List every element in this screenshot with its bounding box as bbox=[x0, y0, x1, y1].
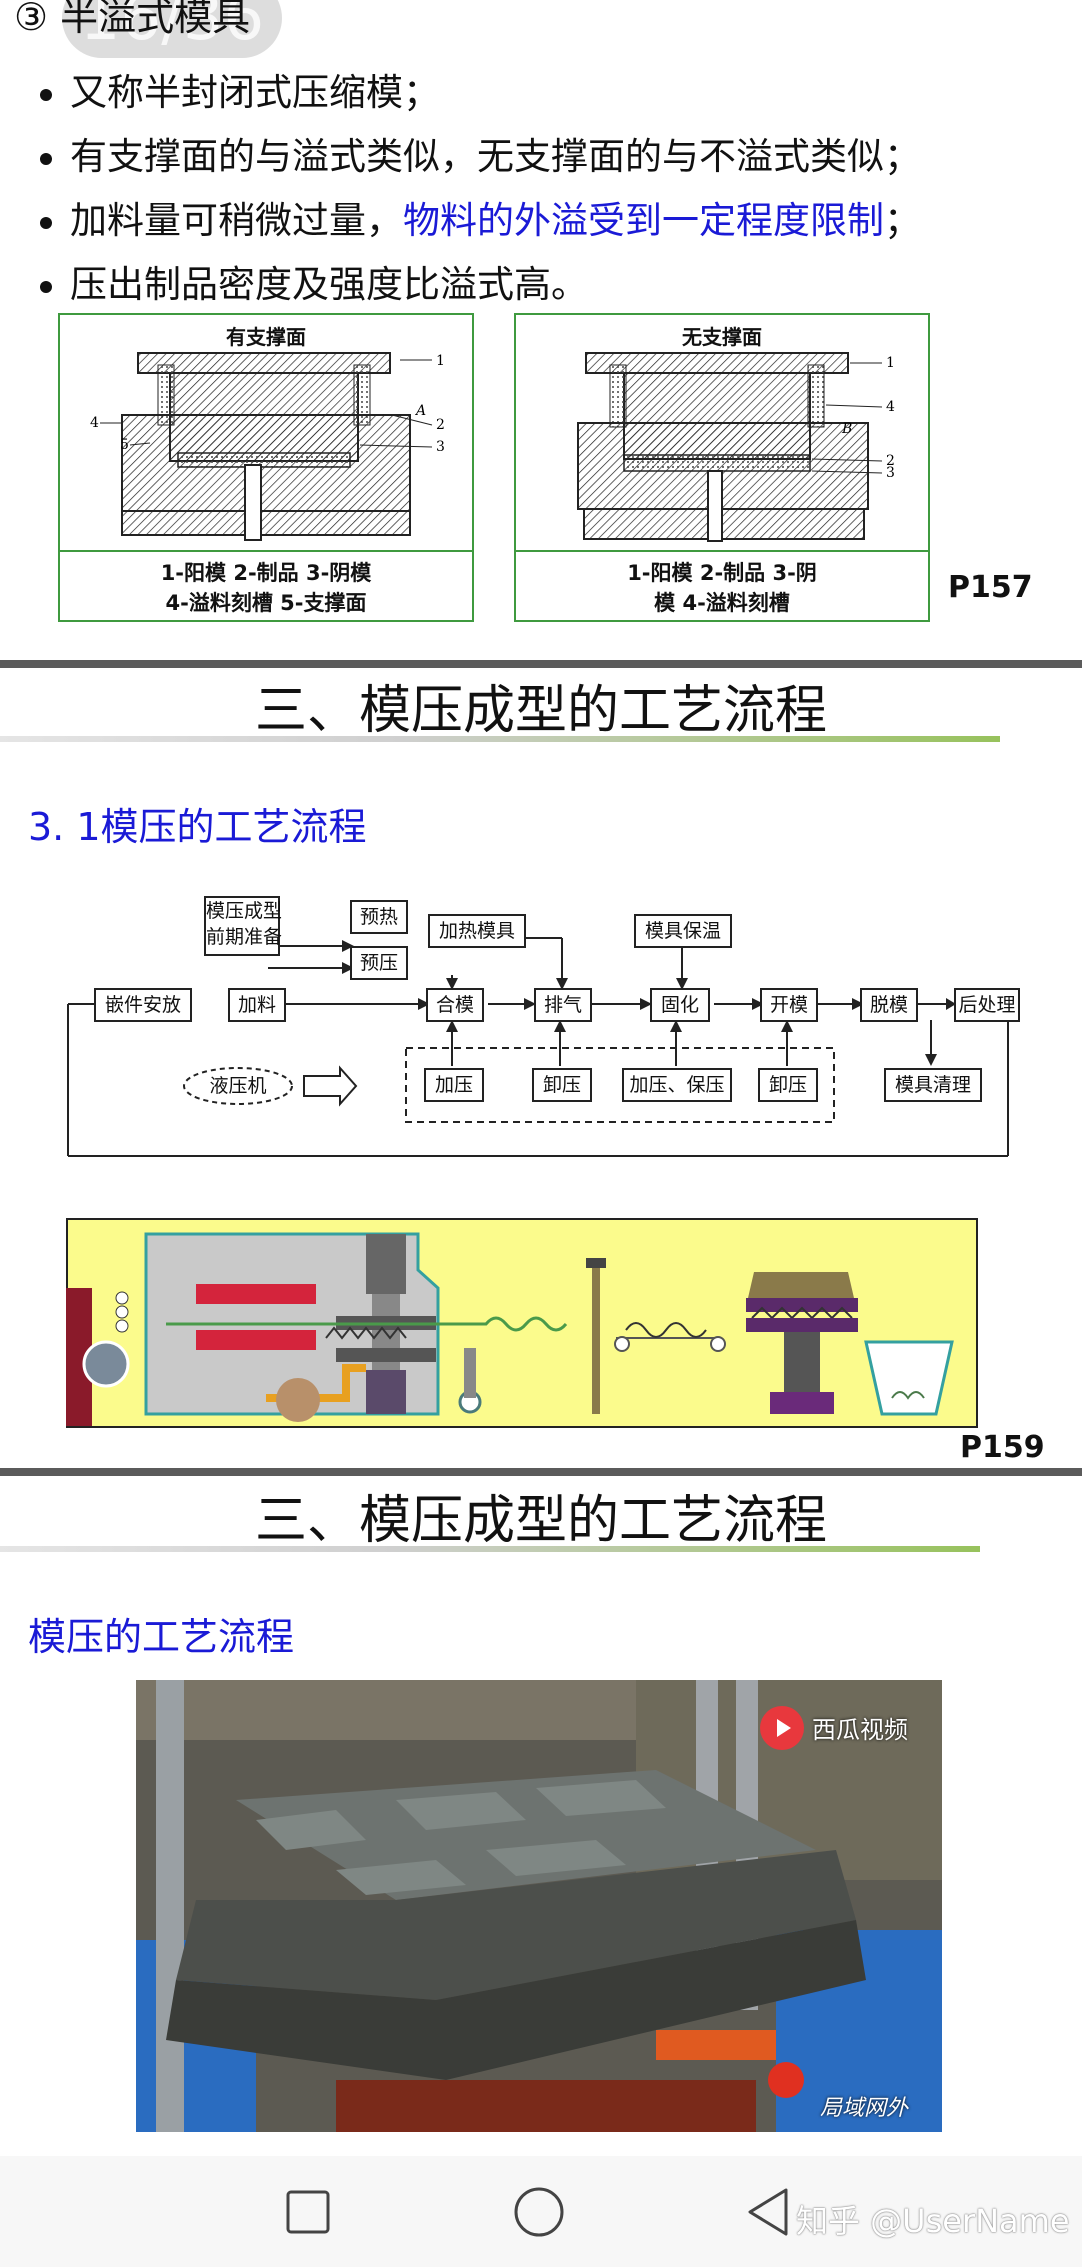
flow-node-prep: 模压成型 前期准备 bbox=[204, 896, 282, 956]
flow-node-clean: 模具清理 bbox=[884, 1068, 982, 1102]
slide-1: 16/36 ③ 半溢式模具 又称半封闭式压缩模； 有支撑面的与溢式类似，无支撑面… bbox=[0, 0, 1082, 660]
label-4: 4 bbox=[886, 399, 895, 415]
label-1: 1 bbox=[886, 355, 895, 371]
section-subtitle: 3. 1模压的工艺流程 bbox=[28, 805, 367, 849]
flow-node-close: 合模 bbox=[426, 988, 484, 1022]
section-subtitle: 模压的工艺流程 bbox=[28, 1615, 295, 1659]
page-reference: P157 bbox=[948, 570, 1033, 605]
flow-node-release-1: 卸压 bbox=[532, 1068, 592, 1102]
flow-node-cure: 固化 bbox=[650, 988, 710, 1022]
flow-node-post: 后处理 bbox=[954, 988, 1020, 1022]
zhihu-watermark: 知乎 @UserName bbox=[796, 2202, 1070, 2240]
flow-node-press-machine: 液压机 bbox=[209, 1075, 267, 1097]
circle-icon[interactable] bbox=[514, 2187, 564, 2237]
bullet-dot-icon bbox=[40, 152, 52, 165]
bullet-dot-icon bbox=[40, 216, 52, 229]
label-2: 2 bbox=[436, 417, 445, 433]
flow-node-open: 开模 bbox=[760, 988, 818, 1022]
flow-node-heat-mold: 加热模具 bbox=[428, 914, 526, 948]
bullet-dot-icon bbox=[40, 88, 52, 101]
figure-title: 无支撑面 bbox=[682, 325, 762, 349]
video-player[interactable]: 西瓜视频 局域网外 bbox=[136, 1680, 942, 2132]
label-3: 3 bbox=[886, 465, 895, 481]
slide-2: 三、模压成型的工艺流程 3. 1模压的工艺流程 bbox=[0, 668, 1082, 1468]
flowchart-connectors bbox=[67, 937, 1009, 1157]
slide-separator bbox=[0, 1468, 1082, 1476]
video-watermark: 局域网外 bbox=[820, 2096, 909, 2121]
square-icon[interactable] bbox=[286, 2190, 330, 2234]
video-frame bbox=[136, 1680, 942, 2132]
label-a: A bbox=[414, 403, 426, 419]
slide-title: 三、模压成型的工艺流程 bbox=[254, 1491, 827, 1551]
flow-node-prepress: 预压 bbox=[350, 946, 408, 980]
flow-node-release-2: 卸压 bbox=[758, 1068, 818, 1102]
figure-caption: 1-阳模 2-制品 3-阴 模 4-溢料刻槽 bbox=[516, 550, 928, 620]
bullet-item: 又称半封闭式压缩模； bbox=[40, 62, 440, 116]
figure-with-support: 有支撑面 1 bbox=[58, 313, 474, 622]
figure-without-support: 无支撑面 1 4 2 3 B 1-阳模 2-制品 3-阴 模 4-溢料刻槽 bbox=[514, 313, 930, 622]
slide-title: 三、模压成型的工艺流程 bbox=[254, 681, 827, 741]
video-logo-icon bbox=[760, 1706, 804, 1750]
flow-node-press-hold: 加压、保压 bbox=[622, 1068, 732, 1102]
label-b: B bbox=[841, 421, 852, 437]
figure-caption: 1-阳模 2-制品 3-阴模 4-溢料刻槽 5-支撑面 bbox=[60, 550, 472, 620]
flow-node-preheat: 预热 bbox=[350, 900, 408, 934]
bullet-item: 有支撑面的与溢式类似，无支撑面的与不溢式类似； bbox=[40, 126, 921, 180]
mold-diagram-with-support: 1 2 3 4 5 A bbox=[90, 352, 445, 541]
bullet-item: 加料量可稍微过量，物料的外溢受到一定程度限制； bbox=[40, 190, 921, 244]
flow-node-pressurize: 加压 bbox=[424, 1068, 484, 1102]
highlight-text: 物料的外溢受到一定程度限制 bbox=[403, 199, 884, 242]
video-brand: 西瓜视频 bbox=[812, 1716, 908, 1744]
flow-node-insulate: 模具保温 bbox=[634, 914, 732, 948]
title-underline bbox=[0, 736, 1000, 742]
bullet-item: 压出制品密度及强度比溢式高。 bbox=[40, 254, 588, 308]
process-flowchart: 模压成型 前期准备 预热 预压 嵌件安放 加料 加热模具 合模 排气 模具保温 … bbox=[0, 668, 1082, 1468]
bullet-dot-icon bbox=[40, 280, 52, 293]
label-4: 4 bbox=[90, 415, 99, 431]
figure-title: 有支撑面 bbox=[226, 325, 306, 349]
slide-separator bbox=[0, 660, 1082, 668]
title-underline bbox=[0, 1546, 980, 1552]
flow-node-demold: 脱模 bbox=[860, 988, 918, 1022]
page-indicator: 16/36 bbox=[62, 0, 282, 58]
production-line-schematic bbox=[66, 1218, 978, 1428]
label-5: 5 bbox=[120, 437, 129, 453]
flow-node-feed: 加料 bbox=[228, 988, 286, 1022]
mold-diagram-without-support: 1 4 2 3 B bbox=[577, 352, 895, 542]
label-1: 1 bbox=[436, 353, 445, 369]
flow-node-insert: 嵌件安放 bbox=[94, 988, 192, 1022]
flow-node-vent: 排气 bbox=[534, 988, 592, 1022]
page-reference: P159 bbox=[960, 1430, 1045, 1465]
label-2: 2 bbox=[886, 453, 895, 469]
label-3: 3 bbox=[436, 439, 445, 455]
system-navigation-bar: 知乎 @UserName bbox=[0, 2156, 1082, 2267]
back-triangle-icon[interactable] bbox=[746, 2187, 790, 2237]
section-heading: ③ 半溢式模具 bbox=[14, 0, 251, 39]
